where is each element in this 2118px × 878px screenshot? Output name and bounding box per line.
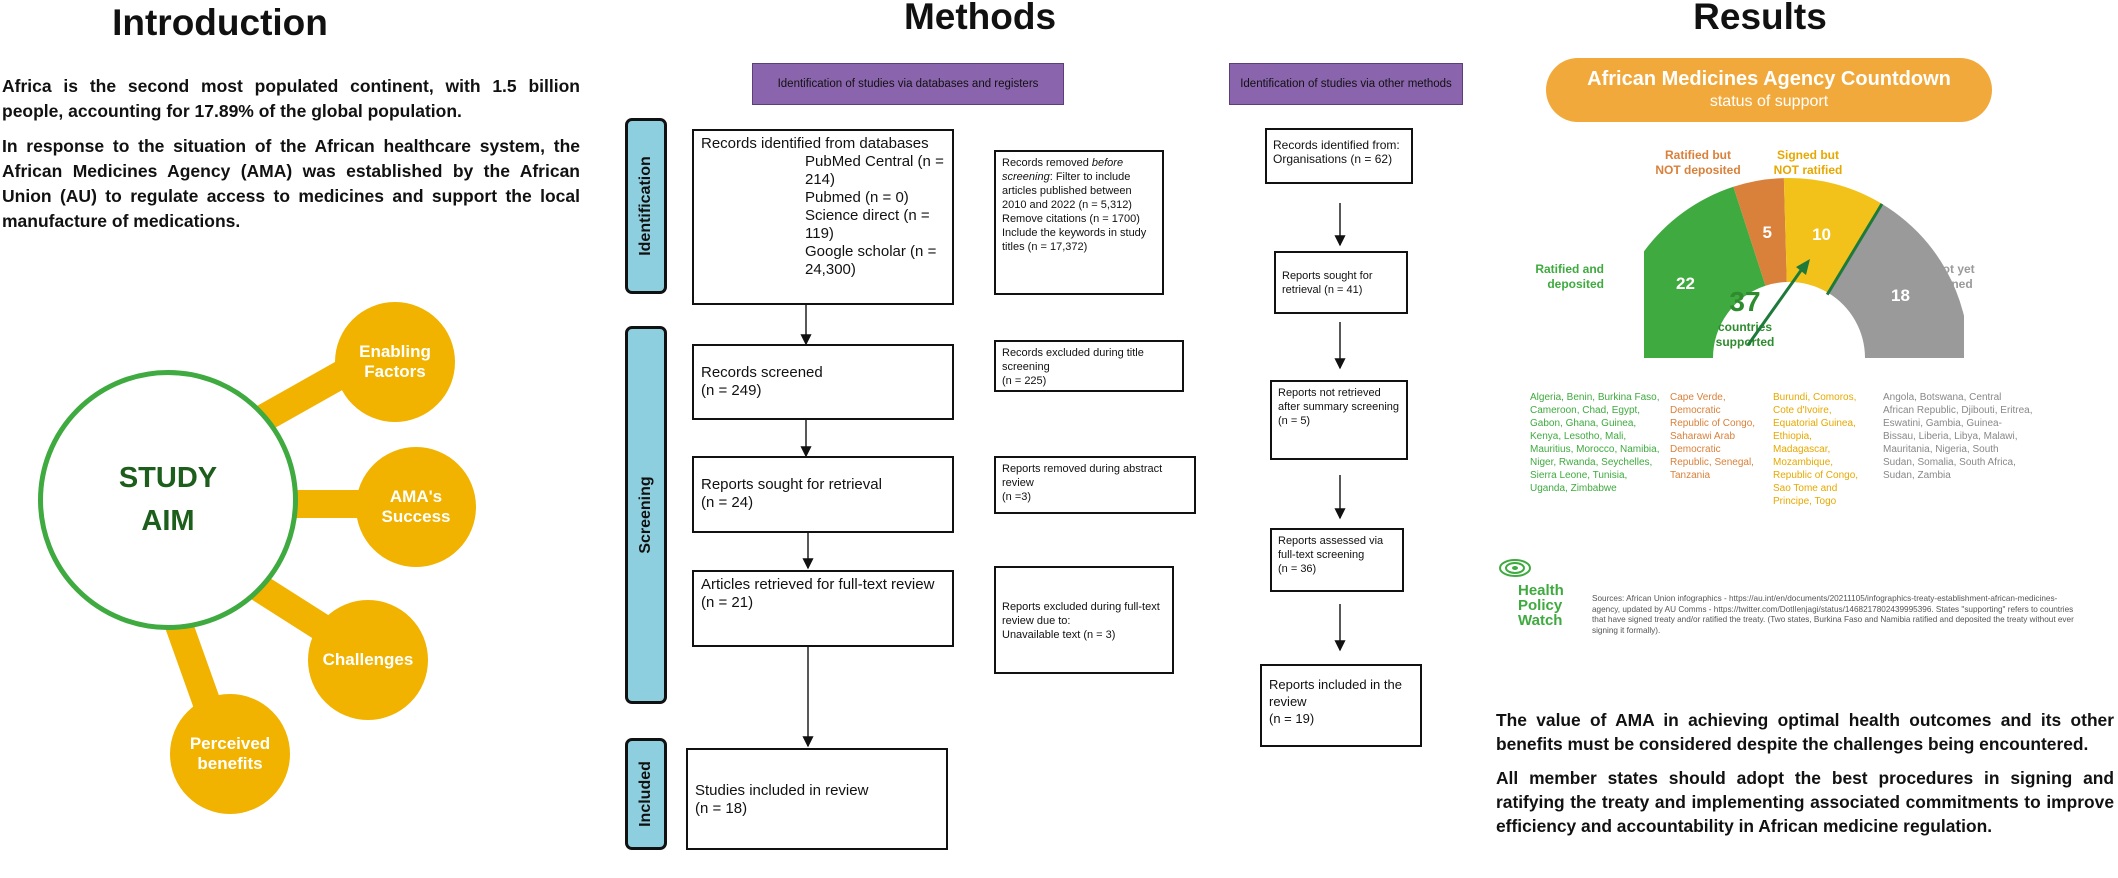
box-reports-sought: Reports sought for retrieval (n = 24) [692,456,954,533]
records-pmc: PubMed Central (n = 214) [805,153,944,188]
box-excluded-title: Records excluded during title screening … [994,340,1184,392]
other-not-retrieved-label: Reports not retrieved after summary scre… [1278,387,1400,413]
records-screened-count: (n = 249) [701,382,762,399]
hpw-logo-line-1: Health [1518,582,1564,599]
gauge-value-signed-not-ratified: 10 [1812,225,1831,244]
gauge-value-not-yet-signed: 18 [1891,286,1910,305]
intro-text: Africa is the second most populated cont… [2,74,580,244]
study-aim-line-1: STUDY [118,462,218,494]
box-records-screened: Records screened (n = 249) [692,344,954,420]
support-gauge: 22 5 10 18 [1644,178,1964,358]
bubble-enabling-factors: Enabling Factors [335,302,455,422]
removed-before-text: Records removed [1002,157,1092,169]
conclusion-2: All member states should adopt the best … [1496,768,2114,836]
removed-abstract-label: Reports removed during abstract review [1002,463,1163,489]
hpw-logo-line-3: Watch [1518,612,1563,629]
gauge-value-ratified-deposited: 22 [1676,274,1695,293]
other-included-label: Reports included in the review [1269,677,1402,709]
other-included-count: (n = 19) [1269,711,1315,726]
other-identified-detail: Organisations (n = 62) [1273,152,1393,166]
label-signed-not-ratified: Signed but NOT ratified [1773,148,1843,177]
countries-grey: Angola, Botswana, Central African Republ… [1883,392,2033,481]
intro-paragraph-1: Africa is the second most populated cont… [2,76,580,121]
box-excluded-full-text: Reports excluded during full-text review… [994,566,1174,674]
box-full-text-retrieved: Articles retrieved for full-text review … [692,570,954,647]
intro-title: Introduction [112,2,328,43]
center-count: 37 [1729,286,1761,317]
hpw-logo-line-2: Policy [1518,597,1563,614]
countries-orange: Cape Verde, Democratic Republic of Congo… [1670,392,1756,481]
other-assessed-count: (n = 36) [1278,563,1317,575]
banner-subtitle: status of support [1709,93,1829,110]
other-sought-label: Reports sought for retrieval (n = 41) [1282,270,1373,296]
countdown-banner: African Medicines Agency Countdown statu… [1546,58,1992,122]
studies-included-count: (n = 18) [695,800,748,817]
gauge-supported-divider [1825,203,1884,296]
countries-yellow: Burundi, Comoros, Cote d'Ivoire, Equator… [1773,392,1859,507]
removed-keywords: Include the keywords in study titles (n … [1002,227,1147,253]
box-other-sought: Reports sought for retrieval (n = 41) [1274,251,1408,314]
records-science-direct: Science direct (n = 119) [805,207,930,242]
removed-before-italic: before screening [1002,157,1124,183]
full-text-retrieved-label: Articles retrieved for full-text review [701,576,935,593]
box-removed-abstract: Reports removed during abstract review (… [994,456,1196,514]
gauge-value-ratified-not-deposited: 5 [1762,223,1771,242]
box-records-identified: Records identified from databases PubMed… [692,129,954,305]
removed-abstract-count: (n =3) [1002,491,1032,503]
stage-screening: Screening [625,326,667,704]
results-title: Results [1693,0,1827,37]
excluded-full-text-reason: Unavailable text (n = 3) [1002,629,1116,641]
pointer-arrow [1746,259,1810,346]
box-other-identified: Records identified from: Organisations (… [1265,128,1413,184]
excluded-full-text-label: Reports excluded during full-text review… [1002,601,1160,627]
intro-paragraph-2: In response to the situation of the Afri… [2,136,580,231]
banner-title: African Medicines Agency Countdown [1587,68,1951,90]
records-screened-label: Records screened [701,364,823,381]
excluded-title-label: Records excluded during title screening [1002,347,1144,373]
reports-sought-label: Reports sought for retrieval [701,476,882,493]
gauge-segment-ratified-not-deposited [1733,178,1787,286]
bubble-perceived-benefits: Perceived benefits [170,694,290,814]
box-other-not-retrieved: Reports not retrieved after summary scre… [1270,380,1408,460]
other-not-retrieved-count: (n = 5) [1278,415,1311,427]
stage-included: Included [625,738,667,850]
reports-sought-count: (n = 24) [701,494,754,511]
sources-note: Sources: African Union infographics - ht… [1592,594,2074,635]
records-pubmed: Pubmed (n = 0) [805,189,909,206]
bubble-amas-success: AMA's Success [356,447,476,567]
removed-citations: Remove citations (n = 1700) [1002,213,1140,225]
box-removed-before-screening: Records removed before screening: Filter… [994,150,1164,295]
center-label-2: supported [1715,335,1775,349]
removed-before-filter: : Filter to include articles published b… [1002,171,1132,211]
excluded-title-count: (n = 225) [1002,375,1047,387]
study-aim-circle: STUDY AIM [38,370,298,630]
methods-title: Methods [903,0,1057,37]
hpw-logo-icon [1499,559,1531,577]
header-other-methods: Identification of studies via other meth… [1229,63,1463,105]
label-not-yet-signed: Not yet signed [1934,262,1975,291]
records-google-scholar: Google scholar (n = 24,300) [805,243,937,278]
box-studies-included: Studies included in review (n = 18) [686,748,948,850]
box-other-included: Reports included in the review (n = 19) [1260,664,1422,747]
bubble-challenges: Challenges [308,600,428,720]
conclusions: The value of AMA in achieving optimal he… [1496,708,2114,848]
box-other-assessed: Reports assessed via full-text screening… [1270,528,1404,592]
label-ratified-deposited: Ratified and deposited [1535,262,1604,291]
label-ratified-not-deposited: Ratified but NOT deposited [1655,148,1741,177]
other-identified-label: Records identified from: [1273,138,1400,152]
header-databases: Identification of studies via databases … [752,63,1064,105]
study-aim-line-2: AIM [141,505,195,537]
countries-green: Algeria, Benin, Burkina Faso, Cameroon, … [1530,392,1660,494]
conclusion-1: The value of AMA in achieving optimal he… [1496,710,2114,754]
studies-included-label: Studies included in review [695,782,869,799]
records-identified-title: Records identified from databases [701,135,929,152]
stage-identification: Identification [625,118,667,294]
gauge-segment-not-yet-signed [1828,203,1964,358]
full-text-retrieved-count: (n = 21) [701,594,754,611]
hpw-logo: Health Policy Watch [1498,558,1564,629]
other-assessed-label: Reports assessed via full-text screening [1278,535,1384,561]
gauge-segment-ratified-deposited [1644,186,1766,358]
